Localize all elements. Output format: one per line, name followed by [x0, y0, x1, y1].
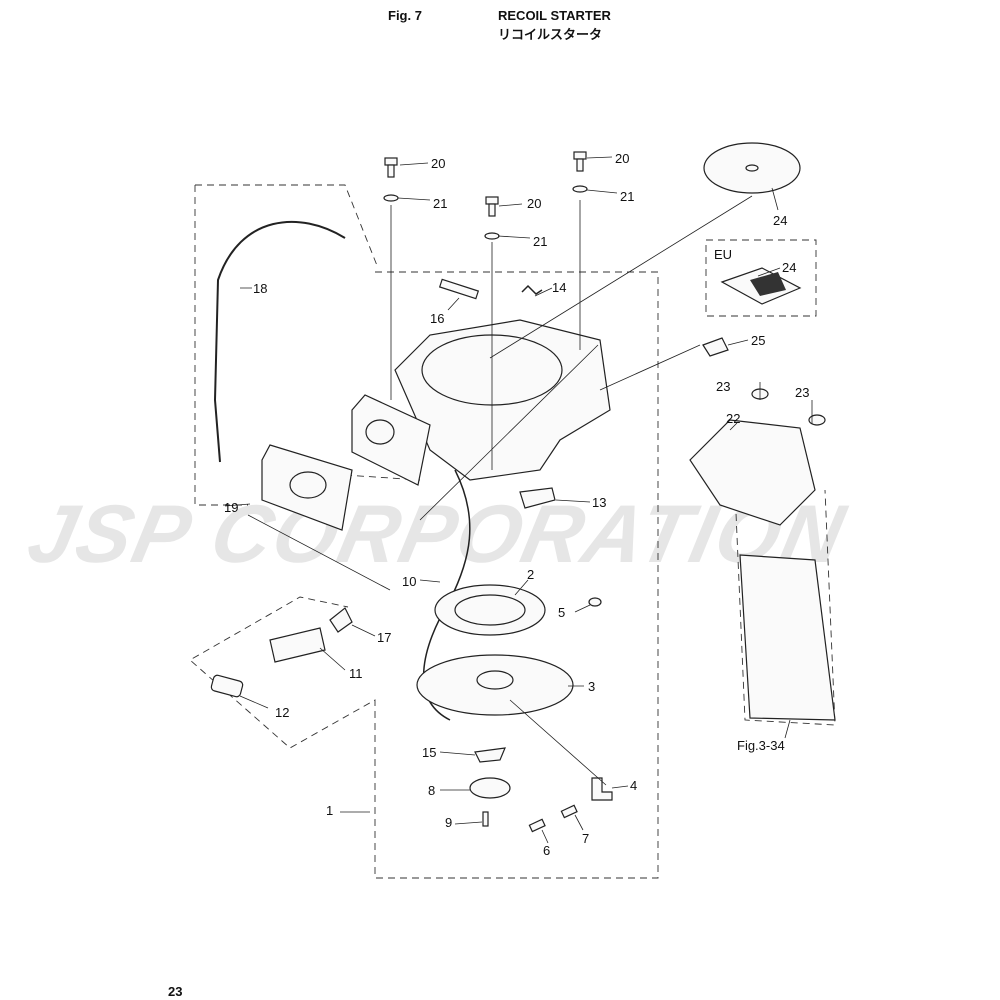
- return-spring: [528, 818, 546, 833]
- bolt-icon: [485, 196, 499, 217]
- pawl-spring: [560, 804, 578, 819]
- recoil-spring-inner: [454, 594, 526, 626]
- page-number: 23: [168, 984, 183, 999]
- spring: [438, 278, 480, 300]
- callout-label: 13: [592, 495, 606, 510]
- callout-label: 16: [430, 311, 444, 326]
- callout-label: 5: [558, 605, 565, 620]
- pawl: [591, 777, 613, 801]
- callout-label: 22: [726, 411, 740, 426]
- callout-label: 21: [620, 189, 634, 204]
- spring-clip: [521, 284, 543, 295]
- cover-disc: [469, 777, 511, 799]
- callout-label: 9: [445, 815, 452, 830]
- callout-label: 7: [582, 831, 589, 846]
- bolt-icon: [384, 157, 398, 178]
- callout-label: 20: [431, 156, 445, 171]
- starter-handle: [269, 627, 326, 663]
- label-plate: [702, 337, 729, 357]
- callout-label: 24: [782, 260, 796, 275]
- bolt-icon: [573, 151, 587, 172]
- callout-label: 14: [552, 280, 566, 295]
- screw: [482, 811, 489, 827]
- diagram-title-japanese: リコイルスタータ: [498, 28, 603, 43]
- callout-label: 8: [428, 783, 435, 798]
- callout-label: 25: [751, 333, 765, 348]
- callout-label: 18: [253, 281, 267, 296]
- eu-label-stripes: [750, 272, 786, 296]
- grip-cap: [329, 607, 353, 633]
- handle-insert: [210, 674, 244, 698]
- callout-label: 3: [588, 679, 595, 694]
- callout-label: 1: [326, 803, 333, 818]
- decal-disc-hole: [745, 164, 759, 172]
- callout-label: EU: [714, 247, 732, 262]
- engine-cover: [689, 419, 816, 526]
- callout-label: 23: [716, 379, 730, 394]
- intake-port: [365, 419, 395, 445]
- callout-label: 21: [433, 196, 447, 211]
- leader-lines: [224, 156, 813, 844]
- callout-label: Fig.3-34: [737, 738, 785, 753]
- diagram-title: RECOIL STARTER: [498, 8, 611, 23]
- callout-label: 4: [630, 778, 637, 793]
- figure-number: Fig. 7: [388, 8, 422, 23]
- cover-boundary: [734, 489, 836, 726]
- ratchet-pawl: [588, 597, 602, 607]
- callout-label: 12: [275, 705, 289, 720]
- washer-icon: [383, 194, 399, 202]
- washer-icon: [572, 185, 588, 193]
- callout-label: 15: [422, 745, 436, 760]
- callout-label: 17: [377, 630, 391, 645]
- callout-label: 2: [527, 567, 534, 582]
- engine-block: [739, 554, 836, 721]
- callout-label: 19: [224, 500, 238, 515]
- callout-label: 10: [402, 574, 416, 589]
- recoil-pulley-hub: [476, 670, 514, 690]
- assembly-boundary: [189, 271, 659, 879]
- callout-label: 24: [773, 213, 787, 228]
- lever: [519, 487, 556, 509]
- callout-label: 21: [533, 234, 547, 249]
- callout-label: 23: [795, 385, 809, 400]
- callout-label: 20: [527, 196, 541, 211]
- eu-label-box: [705, 239, 817, 317]
- air-filter-opening: [289, 471, 327, 499]
- throttle-cable: [213, 220, 346, 463]
- washer-icon: [484, 232, 500, 240]
- callout-label: 20: [615, 151, 629, 166]
- callout-label: 11: [349, 666, 363, 681]
- rubber-grommet: [808, 414, 826, 426]
- callout-label: 6: [543, 843, 550, 858]
- friction-plate: [474, 747, 506, 763]
